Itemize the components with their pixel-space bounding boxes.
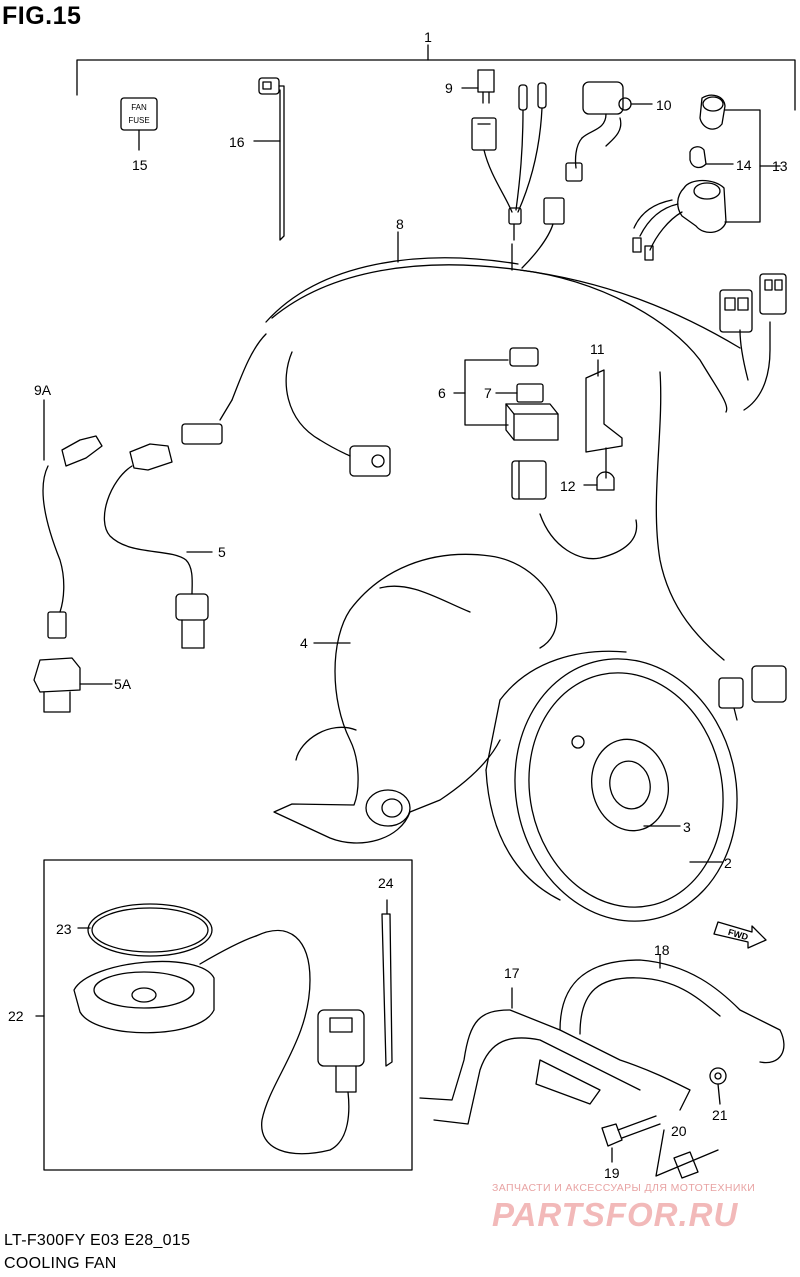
part-label-6: 6 [438, 385, 446, 401]
part-label-5a: 5A [114, 676, 132, 692]
relay-bracket-11 [583, 359, 623, 491]
part-label-23: 23 [56, 921, 72, 937]
fan-brackets [419, 954, 785, 1179]
part-label-18: 18 [654, 942, 670, 958]
part-label-24: 24 [378, 875, 394, 891]
part-label-8: 8 [396, 216, 404, 232]
fuse-9 [461, 69, 495, 104]
part-label-11: 11 [590, 341, 605, 357]
figure-title: FIG.15 [2, 2, 82, 30]
watermark-logo: PARTSFOR.RU [492, 1196, 739, 1233]
part-label-9a: 9A [34, 382, 52, 398]
fuse-label-line1: FAN [131, 103, 147, 112]
part-label-20: 20 [671, 1123, 687, 1139]
cable-tie-16 [253, 77, 285, 241]
forward-arrow-icon: FWD [713, 921, 767, 949]
section-caption: COOLING FAN [4, 1255, 117, 1272]
fuse-holder [471, 82, 565, 271]
part-label-15: 15 [132, 157, 148, 173]
fan-shroud-4 [273, 553, 558, 844]
assembly-bracket-1 [76, 44, 796, 111]
part-label-12: 12 [560, 478, 576, 494]
fuse-label-line2: FUSE [128, 116, 149, 125]
sub-harness-9a [42, 399, 103, 639]
fan-fuse-label: FAN FUSE [120, 97, 158, 151]
part-label-14: 14 [736, 157, 752, 173]
part-label-4: 4 [300, 635, 308, 651]
wiring-harness-8 [181, 231, 787, 721]
model-caption: LT-F300FY E03 E28_015 [4, 1232, 191, 1249]
part-label-3: 3 [683, 819, 691, 835]
part-label-19: 19 [604, 1165, 620, 1181]
thermo-switch-5a [33, 657, 113, 713]
part-label-1: 1 [424, 29, 432, 45]
watermark-subtitle: ЗАПЧАСТИ И АКСЕССУАРЫ ДЛЯ МОТОТЕХНИКИ [492, 1182, 756, 1194]
part-label-17: 17 [504, 965, 520, 981]
part-label-7: 7 [484, 385, 492, 401]
fan-switch-10 [565, 81, 653, 182]
part-label-21: 21 [712, 1107, 728, 1123]
indicator-lamp-13 [632, 94, 781, 261]
fan-motor-2 [485, 650, 738, 922]
part-label-5: 5 [218, 544, 226, 560]
part-label-10: 10 [656, 97, 672, 113]
part-group-22-box [35, 859, 413, 1171]
thermo-switch-5 [103, 443, 213, 649]
part-label-9: 9 [445, 80, 453, 96]
part-label-13: 13 [772, 158, 788, 174]
part-label-16: 16 [229, 134, 245, 150]
part-label-22: 22 [8, 1008, 24, 1024]
relay-6 [453, 347, 559, 500]
part-label-2: 2 [724, 855, 732, 871]
